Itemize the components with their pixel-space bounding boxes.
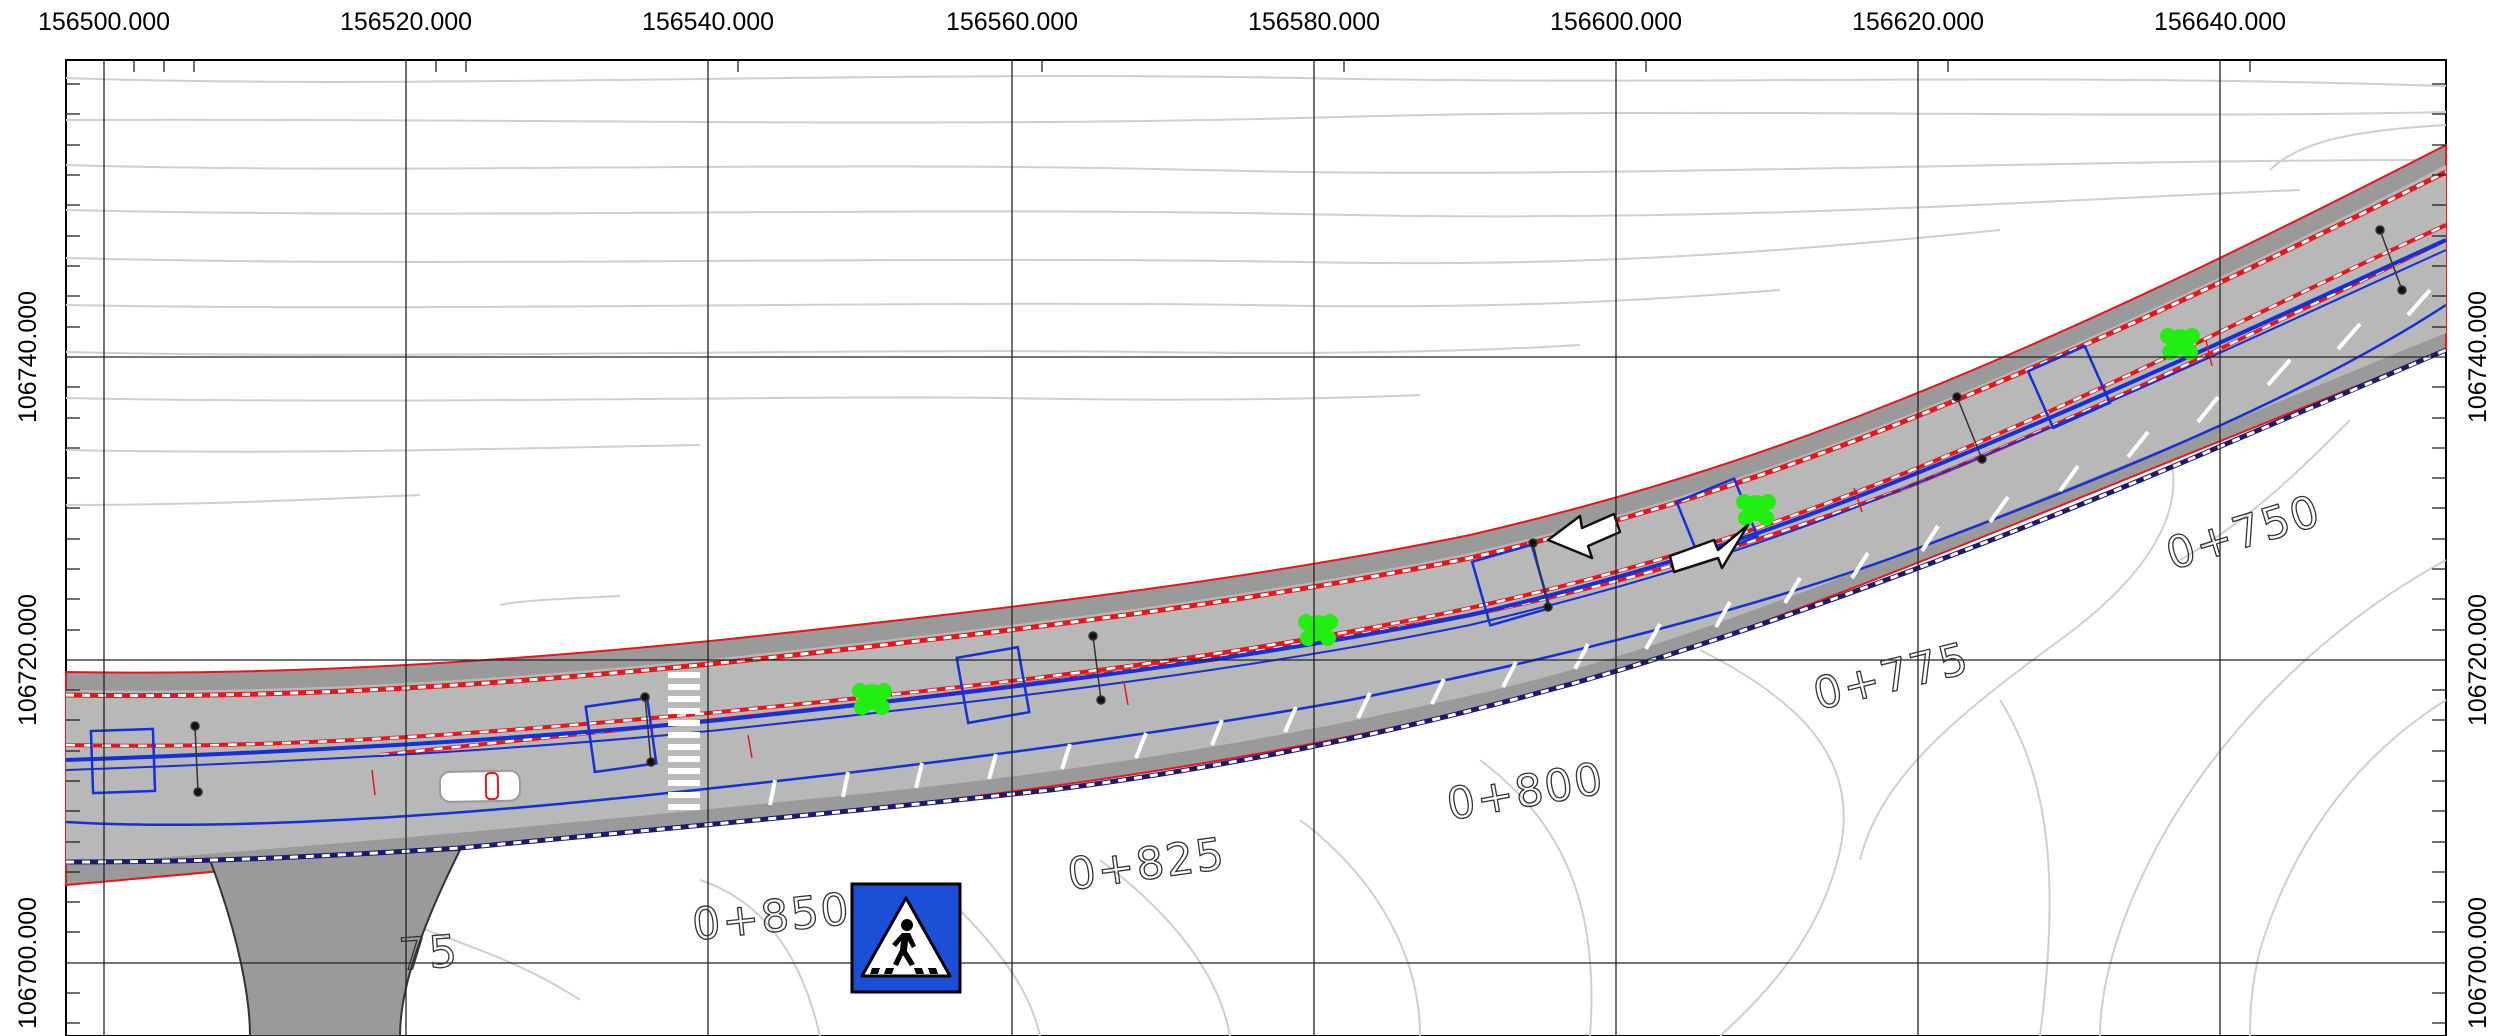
x-coordinate-label: 156540.000 — [642, 8, 774, 36]
pedestrian-icon — [892, 919, 916, 966]
contour-lines — [65, 75, 2447, 1036]
y-coordinate-label: 106700.000 — [14, 897, 42, 1029]
grid — [66, 60, 2446, 1036]
parking-line — [65, 303, 2447, 826]
y-coordinate-label: 106740.000 — [2464, 291, 2492, 423]
trees — [852, 328, 2200, 715]
tree-icon — [2160, 328, 2200, 360]
lamp-posts — [190, 225, 2407, 797]
y-coordinate-label: 106720.000 — [2464, 594, 2492, 726]
x-coordinate-label: 156520.000 — [340, 8, 472, 36]
tree-icon — [1736, 494, 1776, 526]
frame-ticks — [66, 60, 2446, 1024]
x-coordinate-label: 156580.000 — [1248, 8, 1380, 36]
x-axis-labels: 156500.000 156520.000 156540.000 156560.… — [38, 8, 2286, 36]
tree-icon — [1298, 614, 1338, 646]
y-axis-labels-left: 106740.000 106720.000 106700.000 — [14, 291, 42, 1029]
edge-line-north-dash — [65, 170, 2447, 698]
parking-ticks — [768, 288, 2432, 806]
x-coordinate-label: 156600.000 — [1550, 8, 1682, 36]
zebra-crossing — [668, 672, 700, 810]
y-coordinate-label: 106720.000 — [14, 594, 42, 726]
edge-line-south-dash — [65, 348, 2447, 864]
pedestrian-crossing-sign — [850, 882, 962, 994]
road-carriageway — [66, 165, 2446, 865]
arrow-right-icon — [1668, 523, 1750, 574]
road-centerline — [65, 238, 2447, 762]
y-axis-labels-right: 106740.000 106720.000 106700.000 — [2464, 291, 2492, 1029]
chainage-label: 75 — [397, 926, 460, 981]
car-icon — [438, 769, 522, 803]
lane-arrows — [1546, 512, 1750, 574]
y-coordinate-label: 106740.000 — [14, 291, 42, 423]
x-coordinate-label: 156640.000 — [2154, 8, 2286, 36]
red-ticks — [371, 339, 2213, 796]
y-coordinate-label: 106700.000 — [2464, 897, 2492, 1029]
lane-line-1-dash — [65, 223, 2447, 748]
x-coordinate-label: 156620.000 — [1852, 8, 1984, 36]
arrow-left-icon — [1546, 512, 1622, 560]
crosswalk-stripes-icon — [870, 968, 938, 974]
x-coordinate-label: 156500.000 — [38, 8, 170, 36]
tree-icon — [852, 683, 892, 715]
x-coordinate-label: 156560.000 — [946, 8, 1078, 36]
